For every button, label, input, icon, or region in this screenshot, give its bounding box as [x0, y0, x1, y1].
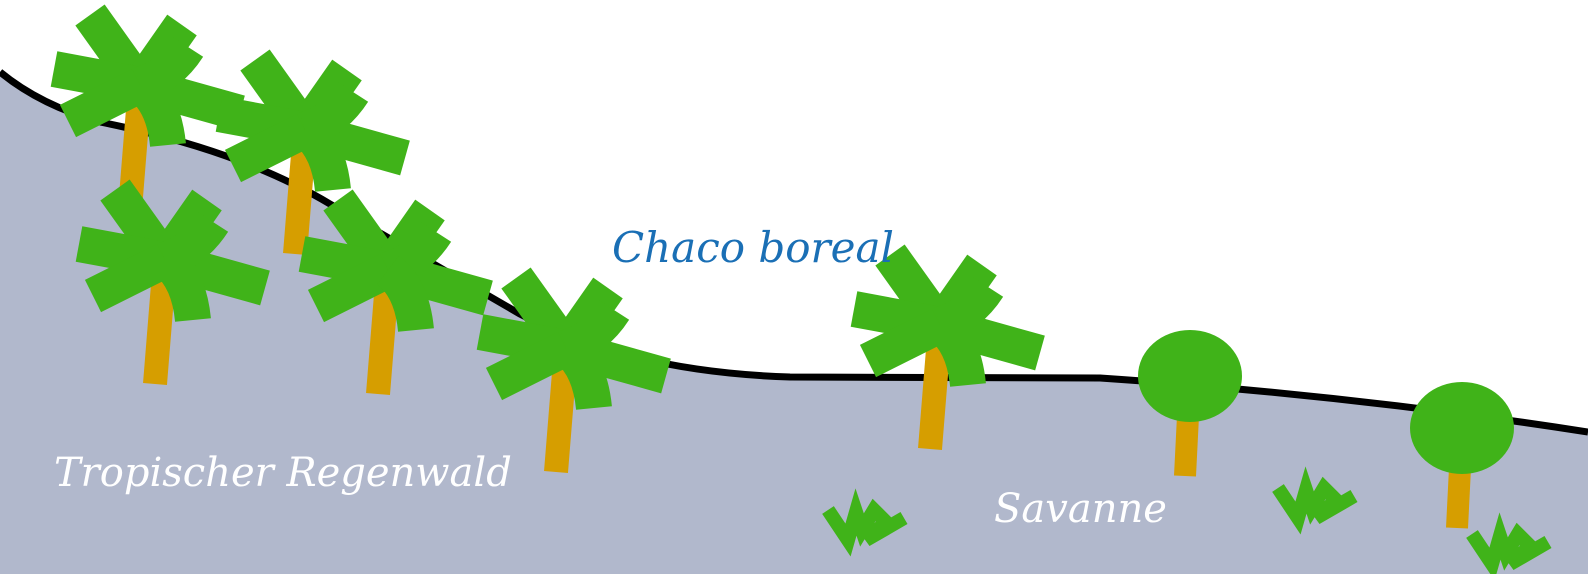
label-savanna: Savanne: [994, 486, 1167, 532]
label-rainforest: Tropischer Regenwald: [54, 450, 512, 496]
label-chaco-boreal: Chaco boreal: [612, 223, 894, 272]
